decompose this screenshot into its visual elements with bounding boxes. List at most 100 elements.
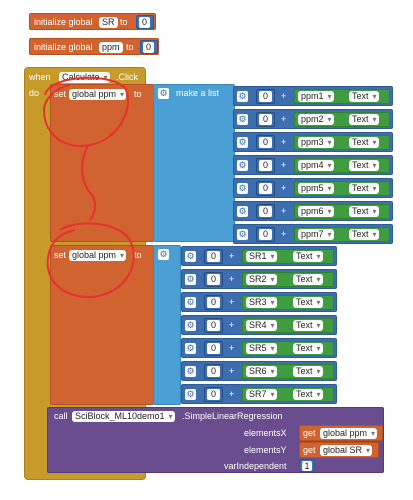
component-text-getter[interactable]: ppm1 Text bbox=[294, 89, 390, 104]
addition-block[interactable]: ⚙ 0 + ppm5 Text bbox=[233, 178, 393, 198]
mutator-gear-icon[interactable]: ⚙ bbox=[237, 229, 248, 240]
mutator-gear-icon[interactable]: ⚙ bbox=[237, 91, 248, 102]
number-block[interactable]: 0 bbox=[136, 15, 154, 29]
number-field[interactable]: 0 bbox=[207, 274, 220, 285]
component-text-getter[interactable]: SR4 Text bbox=[242, 318, 334, 333]
addition-block[interactable]: ⚙ 0 + SR1 Text bbox=[181, 246, 337, 266]
property-dropdown[interactable]: Text bbox=[293, 320, 323, 331]
number-block[interactable]: 0 bbox=[256, 89, 275, 104]
component-dropdown[interactable]: SR3 bbox=[246, 297, 277, 308]
get-global-sr-block[interactable]: get global SR bbox=[299, 442, 379, 458]
component-text-getter[interactable]: SR2 Text bbox=[242, 272, 334, 287]
property-dropdown[interactable]: Text bbox=[293, 389, 323, 400]
component-dropdown[interactable]: SR7 bbox=[246, 389, 277, 400]
number-field[interactable]: 0 bbox=[207, 251, 220, 262]
number-block[interactable]: 0 bbox=[256, 158, 275, 173]
mutator-gear-icon[interactable]: ⚙ bbox=[237, 206, 248, 217]
var-dropdown[interactable]: global ppm bbox=[69, 250, 127, 261]
number-field[interactable]: 0 bbox=[207, 320, 220, 331]
number-block[interactable]: 0 bbox=[204, 318, 223, 333]
component-dropdown[interactable]: SciBlock_ML10demo1 bbox=[72, 411, 175, 422]
number-field[interactable]: 0 bbox=[259, 206, 272, 217]
property-dropdown[interactable]: Text bbox=[349, 229, 379, 240]
var-dropdown[interactable]: global ppm bbox=[69, 89, 127, 100]
component-text-getter[interactable]: ppm6 Text bbox=[294, 204, 390, 219]
addition-block[interactable]: ⚙ 0 + ppm4 Text bbox=[233, 155, 393, 175]
component-text-getter[interactable]: SR1 Text bbox=[242, 249, 334, 264]
property-dropdown[interactable]: Text bbox=[349, 114, 379, 125]
addition-block[interactable]: ⚙ 0 + ppm6 Text bbox=[233, 201, 393, 221]
property-dropdown[interactable]: Text bbox=[293, 251, 323, 262]
addition-block[interactable]: ⚙ 0 + SR3 Text bbox=[181, 292, 337, 312]
mutator-gear-icon[interactable]: ⚙ bbox=[185, 274, 196, 285]
number-field[interactable]: 0 bbox=[143, 42, 154, 53]
component-dropdown[interactable]: ppm6 bbox=[298, 206, 334, 217]
component-text-getter[interactable]: SR6 Text bbox=[242, 364, 334, 379]
component-dropdown[interactable]: ppm7 bbox=[298, 229, 334, 240]
property-dropdown[interactable]: Text bbox=[293, 274, 323, 285]
property-dropdown[interactable]: Text bbox=[293, 297, 323, 308]
addition-block[interactable]: ⚙ 0 + ppm1 Text bbox=[233, 86, 393, 106]
component-text-getter[interactable]: ppm4 Text bbox=[294, 158, 390, 173]
addition-block[interactable]: ⚙ 0 + ppm7 Text bbox=[233, 224, 393, 244]
component-dropdown[interactable]: ppm1 bbox=[298, 91, 334, 102]
number-field[interactable]: 0 bbox=[207, 366, 220, 377]
mutator-gear-icon[interactable]: ⚙ bbox=[185, 366, 196, 377]
number-block[interactable]: 0 bbox=[204, 249, 223, 264]
number-block[interactable]: 0 bbox=[256, 227, 275, 242]
number-block[interactable]: 0 bbox=[256, 112, 275, 127]
number-block[interactable]: 0 bbox=[204, 387, 223, 402]
addition-block[interactable]: ⚙ 0 + SR6 Text bbox=[181, 361, 337, 381]
component-text-getter[interactable]: ppm5 Text bbox=[294, 181, 390, 196]
component-dropdown[interactable]: SR5 bbox=[246, 343, 277, 354]
property-dropdown[interactable]: Text bbox=[293, 366, 323, 377]
component-dropdown[interactable]: SR6 bbox=[246, 366, 277, 377]
property-dropdown[interactable]: Text bbox=[349, 137, 379, 148]
set-global-ppm-block-1[interactable]: set global ppm to bbox=[50, 84, 154, 242]
number-field[interactable]: 1 bbox=[302, 461, 312, 471]
addition-block[interactable]: ⚙ 0 + SR5 Text bbox=[181, 338, 337, 358]
addition-block[interactable]: ⚙ 0 + SR7 Text bbox=[181, 384, 337, 404]
component-text-getter[interactable]: ppm3 Text bbox=[294, 135, 390, 150]
var-dropdown[interactable]: global ppm bbox=[320, 428, 378, 439]
number-field[interactable]: 0 bbox=[139, 17, 150, 28]
mutator-gear-icon[interactable]: ⚙ bbox=[185, 297, 196, 308]
mutator-gear-icon[interactable]: ⚙ bbox=[237, 114, 248, 125]
mutator-gear-icon[interactable]: ⚙ bbox=[185, 389, 196, 400]
property-dropdown[interactable]: Text bbox=[293, 343, 323, 354]
get-global-ppm-block[interactable]: get global ppm bbox=[299, 425, 383, 441]
var-dropdown[interactable]: global SR bbox=[320, 445, 373, 456]
component-dropdown[interactable]: SR1 bbox=[246, 251, 277, 262]
number-block[interactable]: 0 bbox=[256, 204, 275, 219]
number-block[interactable]: 0 bbox=[256, 135, 275, 150]
mutator-gear-icon[interactable]: ⚙ bbox=[158, 88, 169, 99]
number-field[interactable]: 0 bbox=[259, 114, 272, 125]
component-dropdown[interactable]: SR2 bbox=[246, 274, 277, 285]
property-dropdown[interactable]: Text bbox=[349, 206, 379, 217]
init-global-ppm-block[interactable]: initialize global ppm to 0 bbox=[29, 38, 159, 55]
var-name-field[interactable]: ppm bbox=[99, 42, 123, 53]
component-dropdown[interactable]: ppm2 bbox=[298, 114, 334, 125]
number-field[interactable]: 0 bbox=[259, 137, 272, 148]
number-block[interactable]: 0 bbox=[204, 341, 223, 356]
property-dropdown[interactable]: Text bbox=[349, 91, 379, 102]
number-block[interactable]: 1 bbox=[299, 459, 315, 472]
number-field[interactable]: 0 bbox=[259, 229, 272, 240]
number-field[interactable]: 0 bbox=[207, 297, 220, 308]
var-name-field[interactable]: SR bbox=[99, 17, 118, 28]
number-field[interactable]: 0 bbox=[207, 343, 220, 354]
component-text-getter[interactable]: SR5 Text bbox=[242, 341, 334, 356]
mutator-gear-icon[interactable]: ⚙ bbox=[158, 249, 169, 260]
number-field[interactable]: 0 bbox=[259, 91, 272, 102]
mutator-gear-icon[interactable]: ⚙ bbox=[237, 160, 248, 171]
mutator-gear-icon[interactable]: ⚙ bbox=[237, 183, 248, 194]
number-field[interactable]: 0 bbox=[259, 160, 272, 171]
set-global-ppm-block-2[interactable]: set global ppm to bbox=[50, 245, 154, 405]
component-dropdown[interactable]: ppm3 bbox=[298, 137, 334, 148]
make-a-list-block-1[interactable]: ⚙ make a list bbox=[153, 84, 235, 242]
number-block[interactable]: 0 bbox=[204, 364, 223, 379]
addition-block[interactable]: ⚙ 0 + SR4 Text bbox=[181, 315, 337, 335]
component-text-getter[interactable]: SR7 Text bbox=[242, 387, 334, 402]
component-dropdown[interactable]: SR4 bbox=[246, 320, 277, 331]
number-field[interactable]: 0 bbox=[207, 389, 220, 400]
